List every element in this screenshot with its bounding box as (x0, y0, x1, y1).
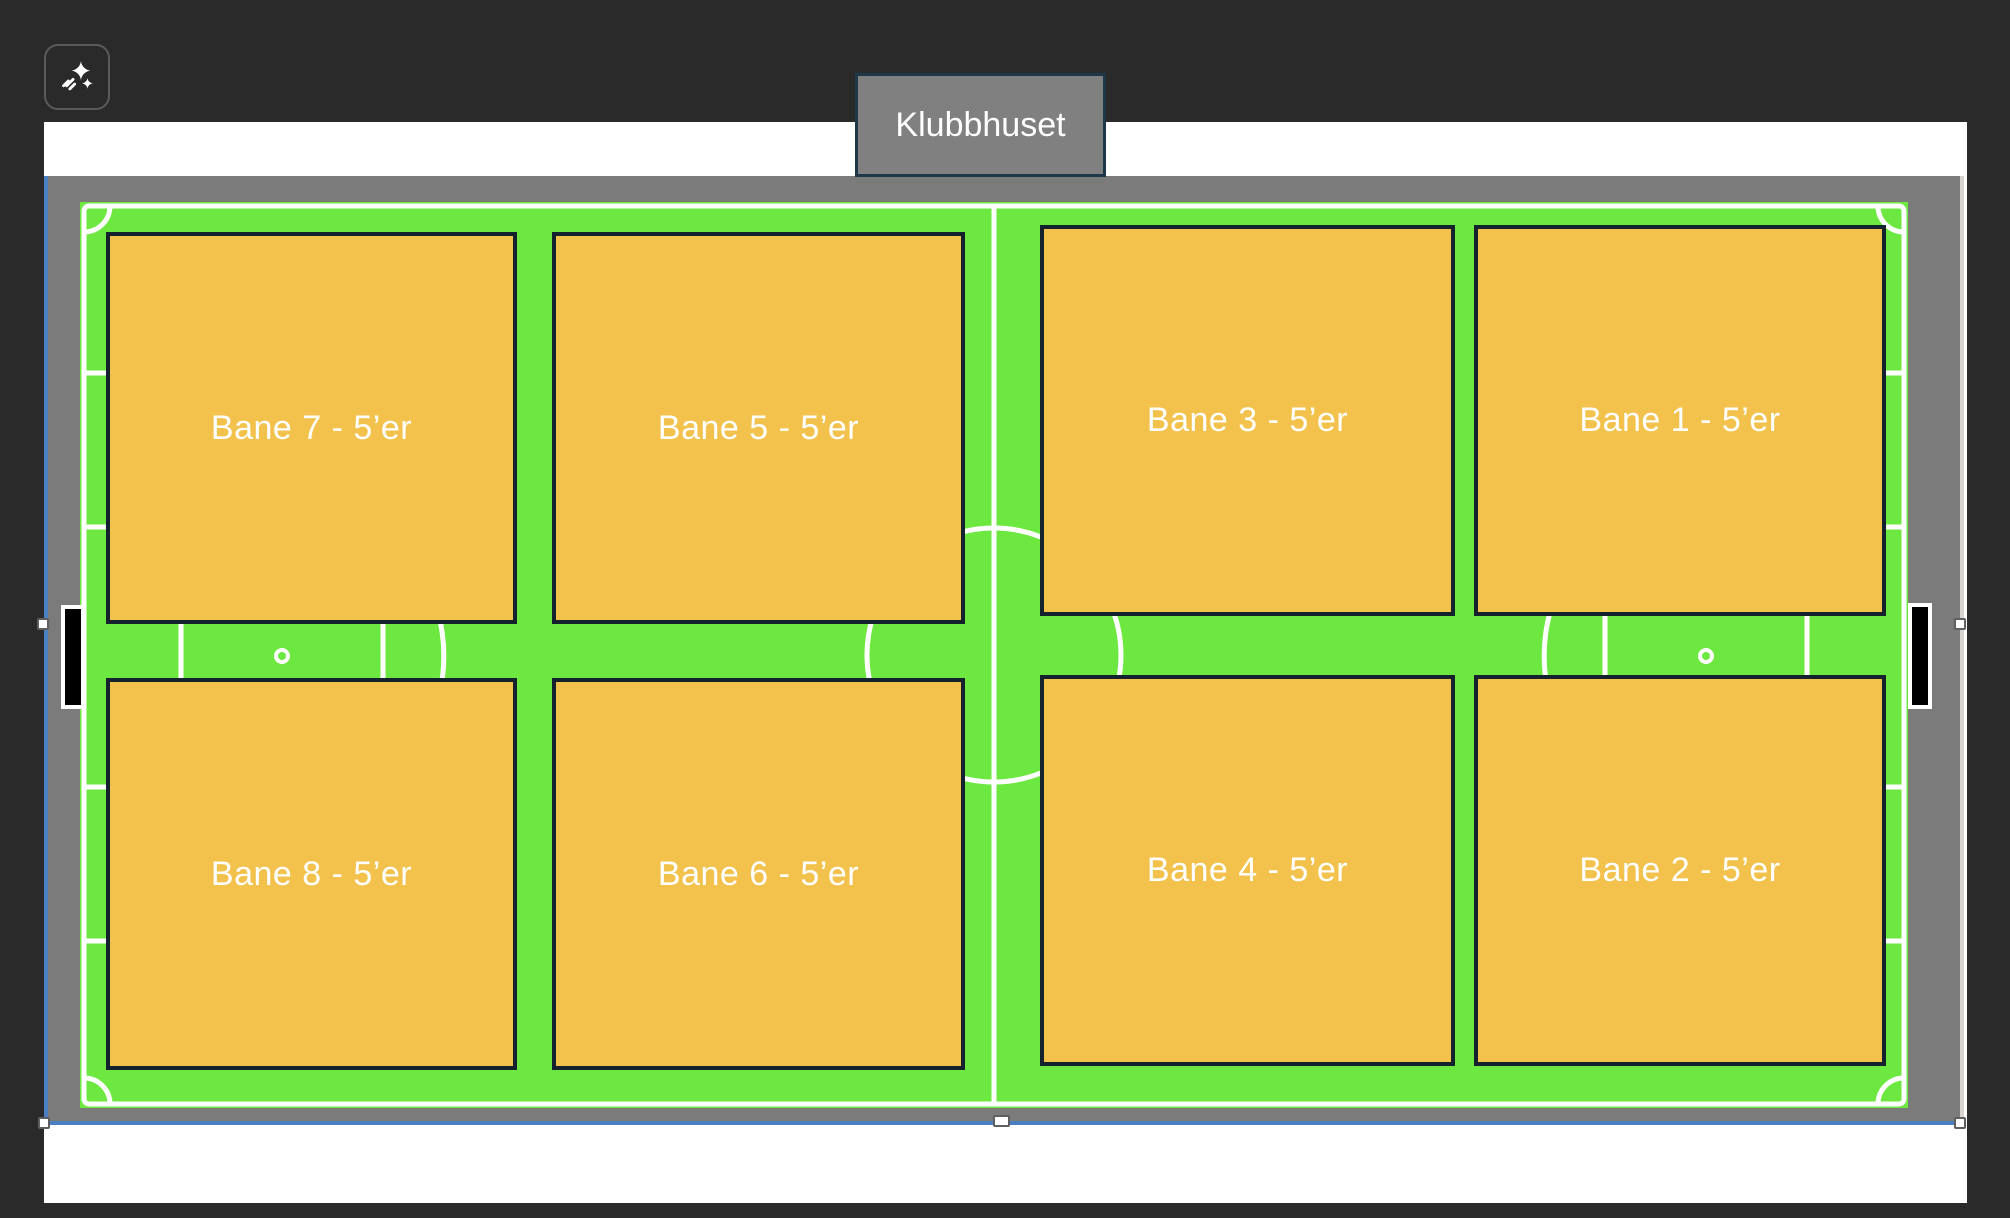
zone-bane-6[interactable]: Bane 6 - 5’er (552, 678, 965, 1070)
resize-handle-bottom-right[interactable] (1954, 1117, 1966, 1129)
zone-label: Bane 6 - 5’er (657, 854, 860, 893)
slide: Bane 7 - 5’er Bane 5 - 5’er Bane 3 - 5’e… (44, 122, 1967, 1203)
zone-label: Bane 5 - 5’er (657, 408, 860, 447)
resize-handle-bottom-left[interactable] (38, 1117, 50, 1129)
zone-bane-4[interactable]: Bane 4 - 5’er (1040, 675, 1455, 1066)
sparkles-icon (62, 61, 93, 91)
zone-label: Bane 8 - 5’er (210, 854, 413, 893)
zone-label: Bane 2 - 5’er (1579, 851, 1781, 889)
selection-border-right (1960, 176, 1964, 1125)
goal-right (1908, 603, 1932, 709)
zone-bane-7[interactable]: Bane 7 - 5’er (106, 232, 517, 624)
resize-handle-left-middle[interactable] (37, 618, 49, 630)
zone-label: Bane 1 - 5’er (1579, 401, 1781, 439)
field-image[interactable]: Bane 7 - 5’er Bane 5 - 5’er Bane 3 - 5’e… (44, 176, 1964, 1125)
zone-label: Bane 4 - 5’er (1146, 851, 1349, 889)
zone-label: Bane 7 - 5’er (210, 408, 413, 447)
zone-bane-1[interactable]: Bane 1 - 5’er (1474, 225, 1886, 616)
clubhouse-label: Klubbhuset (895, 105, 1066, 144)
goal-left (61, 605, 85, 709)
selection-border-left (44, 176, 48, 1125)
zone-bane-3[interactable]: Bane 3 - 5’er (1040, 225, 1455, 616)
zone-label: Bane 3 - 5’er (1146, 401, 1349, 439)
zone-bane-2[interactable]: Bane 2 - 5’er (1474, 675, 1886, 1066)
zone-bane-5[interactable]: Bane 5 - 5’er (552, 232, 965, 624)
resize-handle-bottom-middle[interactable] (993, 1115, 1010, 1127)
resize-handle-right-middle[interactable] (1954, 618, 1966, 630)
clubhouse-box[interactable]: Klubbhuset (855, 73, 1106, 177)
zone-bane-8[interactable]: Bane 8 - 5’er (106, 678, 517, 1070)
ai-assistant-button[interactable] (44, 44, 110, 110)
